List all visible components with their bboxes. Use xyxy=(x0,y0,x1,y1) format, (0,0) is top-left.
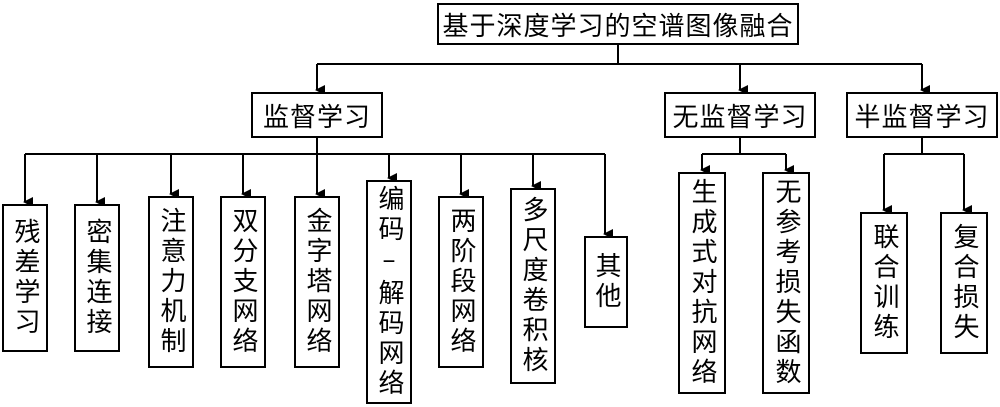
leaf-dual-branch-network: 双分支网络 xyxy=(220,196,266,368)
category-supervised: 监督学习 xyxy=(251,92,383,138)
leaf-encoder-decoder-network: 编码–解码网络 xyxy=(366,180,412,404)
leaf-composite-loss: 复合损失 xyxy=(940,212,988,354)
leaf-gan: 生成式对抗网络 xyxy=(678,172,726,394)
leaf-pyramid-network: 金字塔网络 xyxy=(294,196,340,368)
leaf-other: 其他 xyxy=(584,236,628,328)
leaf-two-stage-network: 两阶段网络 xyxy=(438,196,484,368)
category-semi-supervised: 半监督学习 xyxy=(846,92,998,138)
leaf-joint-training: 联合训练 xyxy=(860,212,908,354)
leaf-no-reference-loss: 无参考损失函数 xyxy=(762,172,810,394)
leaf-residual-learning: 残差学习 xyxy=(2,204,48,352)
leaf-dense-connection: 密集连接 xyxy=(74,204,120,352)
root-node: 基于深度学习的空谱图像融合 xyxy=(437,3,799,45)
leaf-attention-mechanism: 注意力机制 xyxy=(148,196,194,368)
category-unsupervised: 无监督学习 xyxy=(664,92,816,138)
leaf-multi-scale-kernel: 多尺度卷积核 xyxy=(510,188,556,384)
